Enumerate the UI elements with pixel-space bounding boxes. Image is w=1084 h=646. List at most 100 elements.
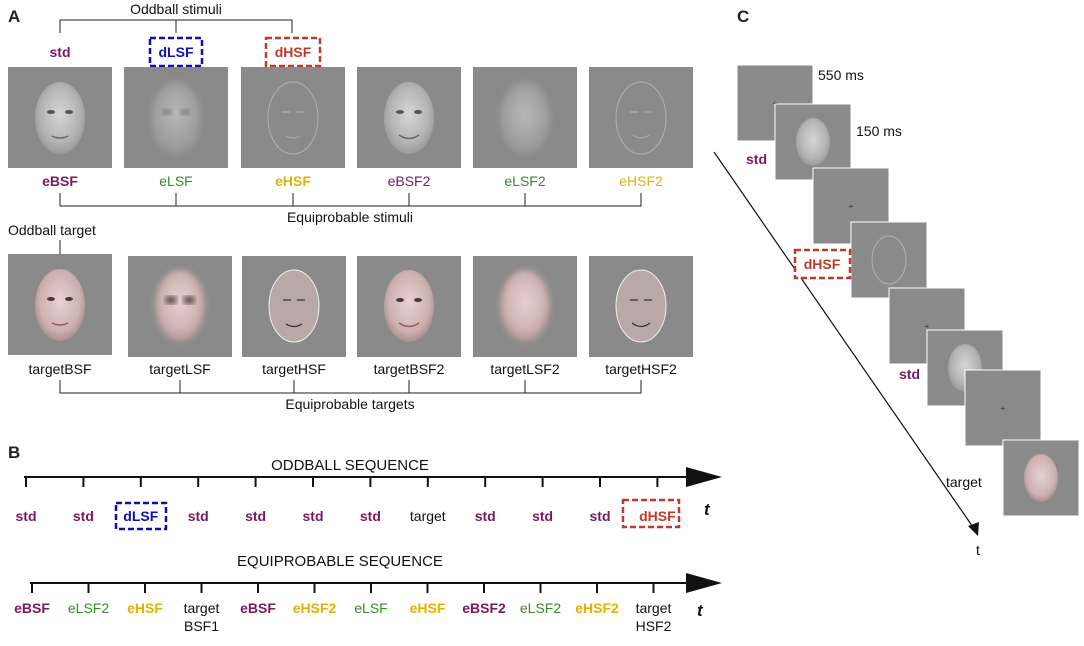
oddball-seq-label: std — [475, 508, 496, 524]
c-dhsf-box — [793, 248, 852, 280]
panel-c: t + + + — [713, 64, 1080, 558]
row2-label-0: targetBSF — [28, 361, 91, 377]
c-label-target: target — [946, 474, 982, 490]
panel-letter-c: C — [737, 7, 749, 26]
face-image-ehsf — [241, 67, 345, 168]
oddball-seq-label: std — [73, 508, 94, 524]
row1-label-4: eLSF2 — [504, 173, 545, 189]
equiprobable-stimuli-label: Equiprobable stimuli — [287, 209, 413, 225]
equi-seq-label: eLSF2 — [520, 600, 561, 616]
duration-550ms: 550 ms — [818, 67, 864, 83]
frame-face-dhsf — [850, 221, 928, 299]
row2-label-5: targetHSF2 — [605, 361, 677, 377]
oddball-seq-label: std — [303, 508, 324, 524]
equiprobable-targets-label: Equiprobable targets — [285, 396, 414, 412]
equi-seq-label: eLSF2 — [68, 600, 109, 616]
oddball-seq-label: std — [245, 508, 266, 524]
equi-seq-label-sub: BSF1 — [184, 618, 219, 634]
oddball-labels: std std dLSF std std std std target std std std dHS… — [16, 508, 677, 524]
oddball-seq-label: target — [410, 508, 446, 524]
equi-seq-label: target — [184, 600, 220, 616]
equi-seq-label: eHSF — [127, 600, 163, 616]
face-image-ehsf2 — [589, 67, 693, 168]
equi-seq-label: eLSF — [354, 600, 387, 616]
equi-seq-label: eBSF — [240, 600, 276, 616]
equi-seq-label: eHSF — [410, 600, 446, 616]
face-image-ebsf2 — [357, 67, 461, 168]
top-label-dlsf: dLSF — [159, 44, 194, 60]
face-image-targethsf — [242, 256, 346, 357]
row1-label-2: eHSF — [275, 173, 311, 189]
row1-label-5: eHSF2 — [619, 173, 663, 189]
equi-seq-label: eBSF — [14, 600, 50, 616]
svg-text:+: + — [849, 202, 854, 211]
face-image-elsf — [124, 67, 228, 168]
trial-frames: + + + + — [736, 64, 1080, 517]
equiprobable-axis-t-label: t — [697, 601, 704, 620]
top-label-dhsf: dHSF — [275, 44, 312, 60]
oddball-seq-label: std — [360, 508, 381, 524]
top-label-std: std — [50, 44, 71, 60]
oddball-ticks — [25, 477, 659, 487]
time-label-t: t — [976, 542, 980, 558]
dhsf-dashed-box — [264, 36, 322, 68]
c-label-std-1: std — [746, 151, 767, 167]
equi-seq-label: eBSF2 — [462, 600, 506, 616]
face-image-targetlsf2 — [473, 256, 577, 357]
equi-seq-label: eHSF2 — [575, 600, 619, 616]
svg-text:+: + — [1001, 404, 1006, 413]
row2-label-1: targetLSF — [149, 361, 210, 377]
row1-label-1: eLSF — [159, 173, 192, 189]
frame-face-target — [1002, 439, 1080, 517]
row1-label-0: eBSF — [42, 173, 78, 189]
equiprobable-sequence-title: EQUIPROBABLE SEQUENCE — [237, 553, 443, 570]
frame-fixation-4: + — [964, 369, 1042, 447]
svg-text:+: + — [925, 322, 930, 331]
equi-seq-label: eHSF2 — [293, 600, 337, 616]
oddball-seq-label: std — [590, 508, 611, 524]
face-image-targethsf2 — [589, 256, 693, 357]
oddball-axis-arrowhead — [686, 467, 722, 487]
oddball-seq-label: std — [16, 508, 37, 524]
face-image-targetbsf — [8, 254, 112, 355]
face-image-targetlsf — [128, 256, 232, 357]
row2-label-2: targetHSF — [262, 361, 326, 377]
row2-images — [8, 254, 693, 357]
c-label-dhsf: dHSF — [804, 256, 841, 272]
equi-seq-label-sub: HSF2 — [636, 618, 672, 634]
c-label-std-2: std — [899, 366, 920, 382]
oddball-dhsf-box — [621, 498, 681, 529]
time-arrow-head — [968, 522, 979, 536]
face-image-targetbsf2 — [357, 256, 461, 357]
frame-face-std-1 — [774, 103, 852, 181]
face-image-elsf2 — [473, 67, 577, 168]
oddball-dlsf-box — [114, 501, 168, 531]
oddball-seq-label: std — [532, 508, 553, 524]
face-image-ebsf — [8, 67, 112, 168]
equiprobable-targets-bracket — [59, 380, 642, 394]
row2-label-4: targetLSF2 — [490, 361, 559, 377]
dlsf-dashed-box — [148, 36, 204, 68]
equiprobable-stimuli-bracket — [59, 193, 642, 207]
equiprobable-axis-arrowhead — [686, 573, 722, 593]
row2-label-3: targetBSF2 — [374, 361, 445, 377]
oddball-axis-t-label: t — [704, 500, 711, 519]
row1-label-3: eBSF2 — [388, 173, 431, 189]
oddball-target-label: Oddball target — [8, 222, 96, 238]
panel-b: ODDBALL SEQUENCE std std dLSF std std std std t… — [14, 457, 722, 634]
time-arrow-line — [713, 151, 976, 531]
oddball-seq-label: dLSF — [123, 508, 158, 524]
duration-150ms: 150 ms — [856, 123, 902, 139]
oddball-sequence-title: ODDBALL SEQUENCE — [271, 457, 429, 474]
row1-images — [8, 67, 693, 168]
oddball-stimuli-label: Oddball stimuli — [130, 1, 222, 17]
equi-seq-label: target — [636, 600, 672, 616]
panel-letter-b: B — [8, 443, 20, 462]
equiprobable-ticks — [31, 583, 655, 593]
oddball-seq-label: std — [188, 508, 209, 524]
panel-a: Oddball stimuli std dLSF dHSF — [8, 1, 693, 412]
oddball-seq-label: dHSF — [639, 508, 676, 524]
panel-letter-a: A — [8, 7, 20, 26]
